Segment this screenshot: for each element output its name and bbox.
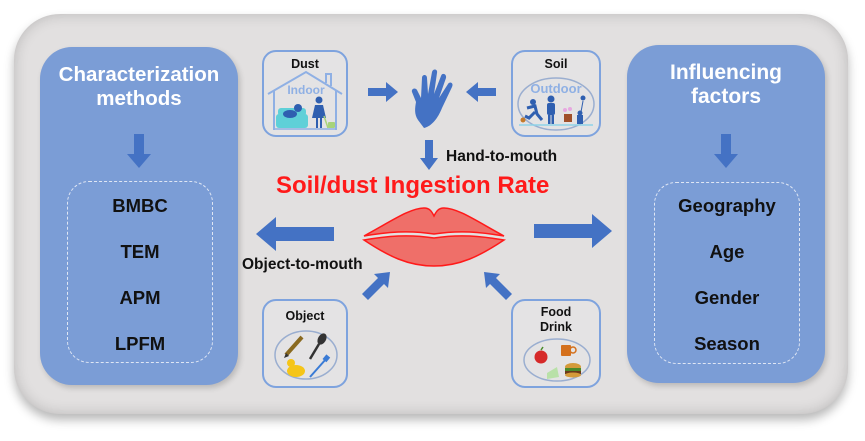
dust-label: Dust — [291, 57, 319, 71]
hand-to-mouth-label: Hand-to-mouth — [446, 148, 558, 165]
soil-source-box: Soil Outdoor — [511, 50, 601, 137]
outdoor-label: Outdoor — [530, 81, 581, 96]
method-item: LPFM — [114, 333, 166, 354]
diagonal-arrow-icon — [484, 272, 512, 300]
object-to-mouth-label: Object-to-mouth — [242, 256, 363, 273]
food-label: Food — [540, 305, 572, 319]
factor-item: Gender — [694, 287, 760, 308]
outdoor-people-icon: Outdoor — [517, 77, 595, 131]
title-line-1: Characterization — [58, 63, 220, 86]
influencing-factors-title: Influencing factors — [627, 61, 825, 109]
down-arrow-icon — [420, 140, 438, 170]
down-arrow-icon — [714, 134, 738, 168]
food-icon — [523, 338, 591, 382]
right-arrow-icon — [368, 82, 398, 102]
method-item: TEM — [120, 241, 160, 262]
title-line-2: methods — [96, 87, 182, 110]
left-arrow-icon — [256, 217, 334, 251]
hand-icon — [411, 69, 453, 128]
object-label: Object — [285, 309, 325, 323]
indoor-label: Indoor — [287, 83, 325, 97]
dust-source-box: Dust Indoor — [262, 50, 348, 137]
object-source-box: Object — [262, 299, 348, 388]
title-line-1: Influencing — [670, 61, 782, 84]
influencing-factors-panel: Influencing factors Geography Age Gender… — [627, 45, 825, 383]
left-arrow-icon — [466, 82, 496, 102]
food-drink-source-box: Food Drink — [511, 299, 601, 388]
factor-item: Geography — [678, 195, 776, 216]
soil-label: Soil — [544, 57, 568, 71]
drink-label: Drink — [540, 320, 572, 334]
food-drink-label: Food Drink — [513, 305, 599, 335]
factor-item: Age — [709, 241, 745, 262]
method-item: BMBC — [112, 195, 168, 216]
methods-list: BMBC TEM APM LPFM — [67, 181, 213, 363]
down-arrow-icon — [127, 134, 151, 168]
diagonal-arrow-icon — [362, 272, 390, 300]
method-item: APM — [119, 287, 161, 308]
factors-list: Geography Age Gender Season — [654, 182, 800, 364]
characterization-methods-title: Characterization methods — [40, 63, 238, 111]
house-icon: Indoor — [267, 70, 343, 130]
lips-icon — [362, 207, 506, 267]
right-arrow-icon — [534, 214, 612, 248]
title-line-2: factors — [690, 85, 762, 108]
ingestion-rate-title: Soil/dust Ingestion Rate — [276, 172, 550, 199]
objects-icon — [274, 330, 338, 380]
factor-item: Season — [694, 333, 760, 354]
characterization-methods-panel: Characterization methods BMBC TEM APM LP… — [40, 47, 238, 385]
